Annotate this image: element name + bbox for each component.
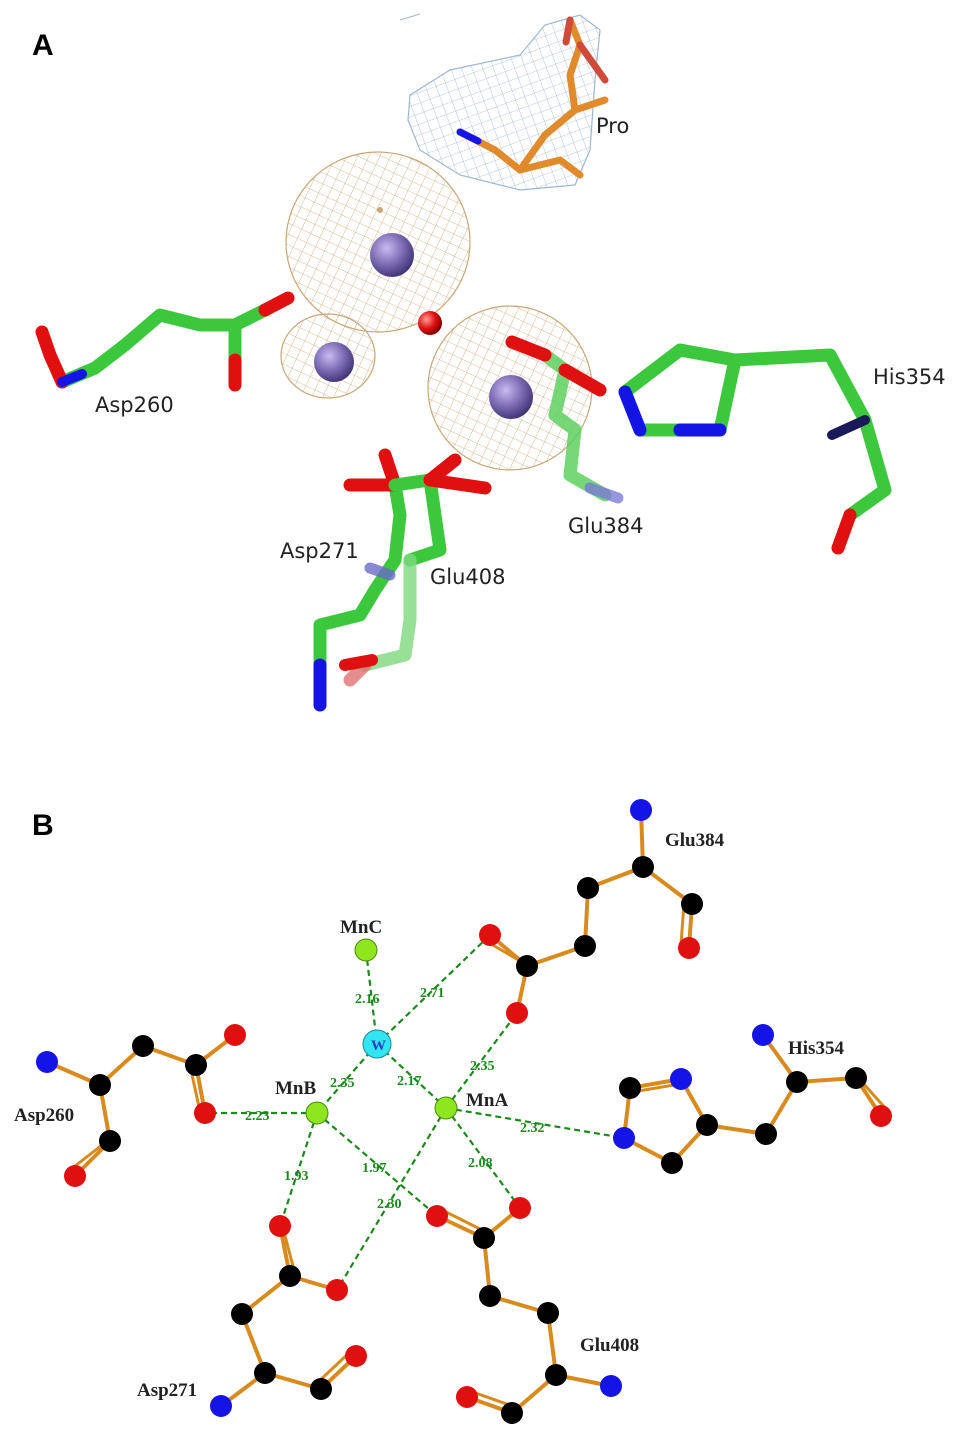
atom-nitrogen	[600, 1375, 622, 1397]
atom-oxygen	[426, 1205, 448, 1227]
mnc-node	[354, 938, 378, 962]
atom-carbon	[632, 856, 654, 878]
mnb-node	[305, 1101, 329, 1125]
atom-carbon	[786, 1071, 808, 1093]
atom-carbon	[845, 1067, 867, 1089]
atom-carbon	[501, 1402, 523, 1424]
asp260-residue-sticks	[35, 291, 295, 392]
glu384-residue-sticks	[505, 335, 624, 504]
distance-mna-asp271: 2.30	[377, 1197, 402, 1212]
atom-oxygen	[456, 1386, 478, 1408]
atom-oxygen	[64, 1165, 86, 1187]
atom-carbon	[89, 1074, 111, 1096]
label-glu384: Glu384	[568, 514, 644, 538]
label-asp271: Asp271	[137, 1380, 197, 1401]
label-glu408: Glu408	[430, 565, 506, 589]
label-his354: His354	[788, 1038, 844, 1059]
label-asp271: Asp271	[280, 539, 359, 563]
atom-oxygen	[678, 937, 700, 959]
distance-mnc-w: 2.16	[355, 992, 380, 1007]
label-mnc: MnC	[340, 917, 382, 938]
coordination-bonds	[205, 934, 625, 1291]
distance-mna-his354: 2.32	[520, 1121, 545, 1136]
atom-carbon	[231, 1303, 253, 1325]
mna-node	[434, 1096, 458, 1120]
residue-bonds	[45, 808, 883, 1415]
atom-nitrogen	[36, 1051, 58, 1073]
mn-ion-sphere-right	[489, 375, 533, 419]
label-asp260: Asp260	[95, 393, 174, 417]
density-blob	[377, 207, 383, 213]
atom-nitrogen	[210, 1395, 232, 1417]
distance-mnb-glu408: 1.97	[362, 1161, 387, 1176]
label-mnb: MnB	[275, 1078, 317, 1099]
atom-carbon	[545, 1364, 567, 1386]
atom-carbon	[661, 1152, 683, 1174]
atom-carbon	[479, 1285, 501, 1307]
water-label: W	[371, 1038, 386, 1054]
mn-ion-sphere-top	[370, 233, 414, 277]
atom-oxygen	[224, 1024, 246, 1046]
atom-nitrogen	[752, 1024, 774, 1046]
atom-nitrogen	[613, 1127, 635, 1149]
distance-mnb-asp271: 1.93	[284, 1169, 309, 1184]
atom-carbon	[516, 955, 538, 977]
label-his354: His354	[873, 365, 946, 389]
atom-carbon	[574, 935, 596, 957]
mn-ion-sphere-left	[314, 342, 354, 382]
atom-oxygen	[506, 1002, 528, 1024]
atom-nitrogen	[670, 1068, 692, 1090]
atom-carbon	[577, 877, 599, 899]
atom-carbon	[681, 893, 703, 915]
water-node	[362, 1029, 392, 1059]
panel-a-canvas: A	[32, 13, 946, 712]
panel-b-letter: B	[32, 809, 54, 842]
atom-carbon	[537, 1302, 559, 1324]
atom-oxygen	[479, 924, 501, 946]
distance-mna-glu408: 2.08	[468, 1156, 493, 1171]
panel-b-canvas: B	[14, 799, 892, 1424]
atom-carbon	[132, 1035, 154, 1057]
atom-carbon	[696, 1114, 718, 1136]
atom-nitrogen	[630, 799, 652, 821]
atoms	[36, 799, 892, 1424]
atom-carbon	[99, 1130, 121, 1152]
pro-density-mesh	[399, 13, 601, 191]
distance-mnb-asp260: 2.23	[245, 1109, 270, 1124]
distance-w-mnb: 2.35	[330, 1076, 355, 1091]
distance-w-mna: 2.17	[397, 1074, 422, 1089]
atom-carbon	[279, 1265, 301, 1287]
atom-oxygen	[345, 1345, 367, 1367]
atom-carbon	[254, 1362, 276, 1384]
label-glu408: Glu408	[580, 1335, 639, 1356]
water-oxygen-sphere	[418, 311, 442, 335]
panel-a-letter: A	[32, 29, 54, 62]
label-mna: MnA	[466, 1090, 509, 1111]
atom-oxygen	[269, 1215, 291, 1237]
panel-b-interaction-diagram: B	[0, 730, 970, 1443]
his354-residue-sticks	[618, 343, 892, 555]
distance-w-glu384: 2.71	[420, 986, 445, 1001]
atom-carbon	[310, 1378, 332, 1400]
pro-residue-sticks	[456, 16, 609, 179]
distance-mna-glu384: 2.35	[470, 1059, 495, 1074]
atom-carbon	[619, 1077, 641, 1099]
atom-carbon	[755, 1123, 777, 1145]
atom-oxygen	[509, 1197, 531, 1219]
label-pro: Pro	[596, 114, 629, 138]
panel-a-structure-view: A	[32, 13, 946, 712]
atom-carbon	[473, 1227, 495, 1249]
atom-oxygen	[194, 1102, 216, 1124]
atom-oxygen	[326, 1279, 348, 1301]
label-asp260: Asp260	[14, 1105, 74, 1126]
atom-oxygen	[870, 1105, 892, 1127]
label-glu384: Glu384	[665, 830, 725, 851]
atom-carbon	[185, 1054, 207, 1076]
asp271-glu408-residue-sticks	[313, 448, 492, 712]
